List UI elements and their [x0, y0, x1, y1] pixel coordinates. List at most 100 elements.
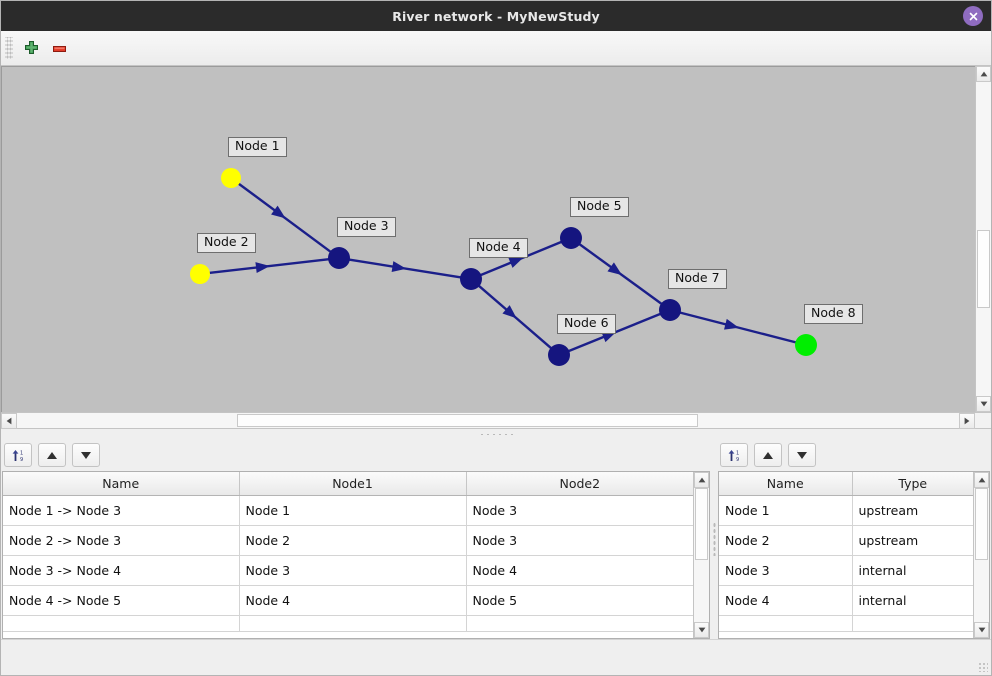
toolbar-drag-handle[interactable]	[5, 37, 13, 59]
reaches-cell-empty[interactable]	[3, 615, 240, 632]
graph-vscroll-thumb[interactable]	[977, 230, 990, 308]
nodes-cell[interactable]: Node 4	[719, 585, 853, 616]
nodes-vscroll-track[interactable]	[974, 488, 989, 622]
reaches-cell-empty[interactable]	[466, 615, 694, 632]
reaches-cell-empty[interactable]	[239, 615, 467, 632]
graph-node[interactable]	[560, 227, 582, 249]
reaches-row-partial[interactable]	[3, 615, 694, 632]
graph-node[interactable]	[795, 334, 817, 356]
graph-node[interactable]	[221, 168, 241, 188]
reaches-move-down-button[interactable]	[72, 443, 100, 467]
reaches-vscroll-track[interactable]	[694, 488, 710, 622]
nodes-scroll-up-icon[interactable]	[974, 472, 989, 488]
graph-vertical-scrollbar[interactable]	[975, 66, 991, 412]
close-icon[interactable]	[963, 6, 983, 26]
nodes-move-up-button[interactable]	[754, 443, 782, 467]
reaches-scroll-up-icon[interactable]	[694, 472, 710, 488]
nodes-cell[interactable]: Node 2	[719, 525, 853, 556]
vertical-splitter[interactable]	[711, 439, 717, 639]
graph-node-label[interactable]: Node 6	[557, 314, 616, 334]
reaches-cell[interactable]: Node 4 -> Node 5	[3, 585, 240, 616]
reaches-column-header[interactable]: Node1	[239, 472, 467, 496]
graph-node[interactable]	[328, 247, 350, 269]
graph-node[interactable]	[460, 268, 482, 290]
graph-node-label[interactable]: Node 4	[469, 238, 528, 258]
resize-grip[interactable]	[978, 662, 988, 672]
graph-node[interactable]	[548, 344, 570, 366]
reaches-cell[interactable]: Node 2 -> Node 3	[3, 525, 240, 556]
remove-node-button[interactable]	[45, 34, 73, 62]
reaches-vertical-scrollbar[interactable]	[693, 472, 710, 638]
reaches-cell[interactable]: Node 1	[239, 495, 467, 526]
horizontal-splitter[interactable]	[1, 429, 991, 439]
nodes-cell[interactable]: internal	[852, 585, 973, 616]
reaches-cell[interactable]: Node 4	[239, 585, 467, 616]
nodes-sort-button[interactable]: 1 9	[720, 443, 748, 467]
nodes-row-partial[interactable]	[719, 615, 973, 632]
reaches-scroll-down-icon[interactable]	[694, 622, 710, 638]
graph-edges-layer	[208, 182, 797, 353]
graph-vscroll-track[interactable]	[976, 82, 991, 396]
scroll-right-icon[interactable]	[959, 413, 975, 429]
nodes-cell[interactable]: upstream	[852, 495, 973, 526]
scroll-left-icon[interactable]	[1, 413, 17, 429]
graph-hscroll-track[interactable]	[17, 413, 959, 428]
reaches-sort-button[interactable]: 1 9	[4, 443, 32, 467]
nodes-panel: 1 9	[717, 439, 991, 639]
nodes-cell[interactable]: Node 3	[719, 555, 853, 586]
vertical-splitter-grip	[712, 522, 716, 556]
reaches-move-up-button[interactable]	[38, 443, 66, 467]
reaches-vscroll-thumb[interactable]	[695, 488, 709, 560]
nodes-cell-empty[interactable]	[719, 615, 853, 632]
nodes-cell[interactable]: upstream	[852, 525, 973, 556]
nodes-cell-empty[interactable]	[852, 615, 973, 632]
reaches-cell[interactable]: Node 3	[466, 495, 694, 526]
add-node-button[interactable]	[17, 34, 45, 62]
nodes-vscroll-thumb[interactable]	[975, 488, 988, 560]
graph-hscroll-thumb[interactable]	[237, 414, 698, 427]
nodes-move-down-button[interactable]	[788, 443, 816, 467]
graph-nodes-layer	[190, 168, 817, 366]
reaches-cell[interactable]: Node 1 -> Node 3	[3, 495, 240, 526]
reaches-column-header[interactable]: Node2	[466, 472, 694, 496]
reaches-column-header[interactable]: Name	[3, 472, 240, 496]
reaches-cell[interactable]: Node 2	[239, 525, 467, 556]
graph-node-label[interactable]: Node 3	[337, 217, 396, 237]
nodes-scroll-down-icon[interactable]	[974, 622, 989, 638]
scroll-down-icon[interactable]	[976, 396, 991, 412]
graph-node-label[interactable]: Node 1	[228, 137, 287, 157]
graph-node-label[interactable]: Node 7	[668, 269, 727, 289]
reaches-cell[interactable]: Node 3 -> Node 4	[3, 555, 240, 586]
reaches-cell[interactable]: Node 3	[239, 555, 467, 586]
graph-node-label[interactable]: Node 8	[804, 304, 863, 324]
graph-node-label[interactable]: Node 2	[197, 233, 256, 253]
nodes-vertical-scrollbar[interactable]	[973, 472, 989, 638]
reaches-cell[interactable]: Node 4	[466, 555, 694, 586]
graph-node[interactable]	[659, 299, 681, 321]
nodes-column-header[interactable]: Name	[719, 472, 853, 496]
nodes-cell[interactable]: Node 1	[719, 495, 853, 526]
nodes-column-header[interactable]: Type	[852, 472, 973, 496]
graph-node[interactable]	[190, 264, 210, 284]
reaches-cell[interactable]: Node 5	[466, 585, 694, 616]
graph-horizontal-scrollbar[interactable]	[1, 412, 991, 429]
nodes-cell[interactable]: internal	[852, 555, 973, 586]
reaches-cell[interactable]: Node 3	[466, 525, 694, 556]
graph-node-label[interactable]: Node 5	[570, 197, 629, 217]
scroll-up-icon[interactable]	[976, 66, 991, 82]
network-graph-svg	[190, 168, 817, 366]
network-graph-canvas[interactable]: Node 1 Node 2 Node 3 Node 4 Node 5 Node 6 Node…	[1, 66, 975, 412]
